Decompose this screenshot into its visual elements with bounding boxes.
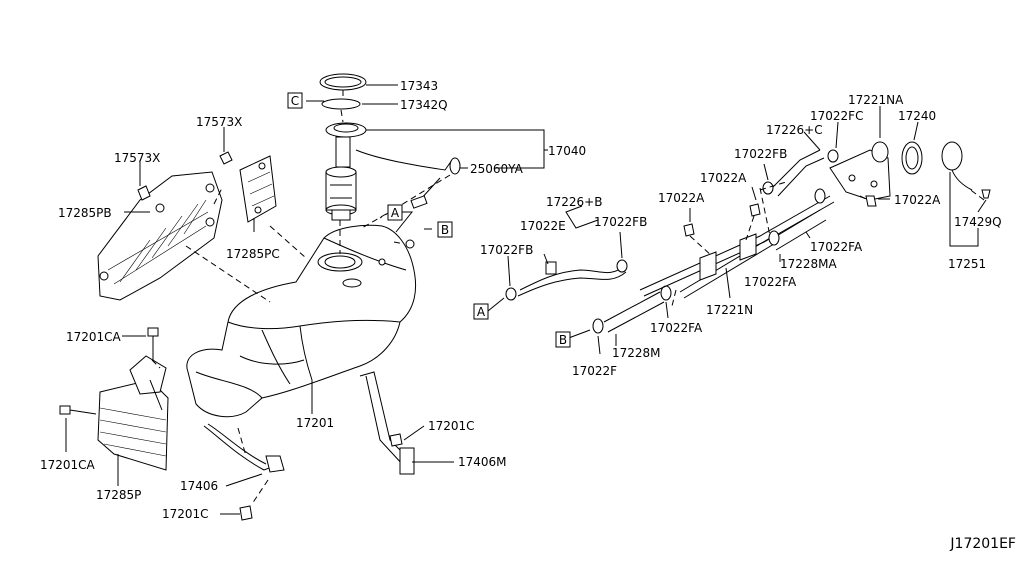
bolt-17573X-upper[interactable] — [219, 151, 233, 165]
label-17022FA-mid: 17022FA — [744, 275, 797, 289]
filler-gasket-17240[interactable] — [901, 141, 923, 175]
clamp-17022FB-left[interactable] — [505, 287, 517, 301]
label-17022FA-upper: 17022FA — [810, 240, 863, 254]
label-17022F: 17022F — [572, 364, 617, 378]
callout-marker-B-upper: B — [437, 221, 453, 238]
label-17022A-left: 17022A — [658, 191, 705, 205]
clamp-17022FB-right[interactable] — [762, 181, 774, 195]
hose-17226B[interactable] — [517, 265, 627, 297]
label-17022FA-lower: 17022FA — [650, 321, 703, 335]
svg-text:B: B — [441, 223, 449, 237]
label-17201: 17201 — [296, 416, 334, 430]
callout-marker-A-lower: A — [473, 303, 489, 320]
svg-text:C: C — [291, 94, 299, 108]
diagram-id: J17201EF — [949, 536, 1016, 552]
label-17343: 17343 — [400, 79, 438, 93]
protector-17285P[interactable] — [97, 355, 169, 471]
fuel-pump-assembly[interactable] — [319, 73, 461, 221]
label-17201CA-upper: 17201CA — [66, 330, 122, 344]
clamp-17022FA-upper[interactable] — [814, 188, 826, 204]
filler-tube-17221N[interactable] — [639, 195, 835, 299]
callout-marker-A-upper: A — [387, 204, 403, 221]
clamp-17022FB-mid[interactable] — [616, 259, 628, 273]
svg-text:A: A — [477, 305, 486, 319]
label-17573X-upper: 17573X — [196, 115, 242, 129]
bolt-17022A-left[interactable] — [683, 223, 695, 237]
lock-ring-17343 — [319, 73, 367, 91]
label-17201C-lower: 17201C — [162, 507, 209, 521]
label-17285PC: 17285PC — [226, 247, 280, 261]
label-17022A-center: 17022A — [700, 171, 747, 185]
bolt-17022A-center[interactable] — [749, 203, 761, 217]
callout-marker-B-lower: B — [555, 331, 571, 348]
bolt-17201CA-upper[interactable] — [147, 327, 159, 360]
label-17022E: 17022E — [520, 219, 566, 233]
label-17573X-lower: 17573X — [114, 151, 160, 165]
bolt-17201CA-lower[interactable] — [59, 405, 97, 415]
label-17201CA-lower: 17201CA — [40, 458, 96, 472]
hose-17228M[interactable] — [603, 291, 665, 333]
label-17228M: 17228M — [612, 346, 661, 360]
bolt-17573X-lower[interactable] — [137, 185, 151, 201]
svg-text:A: A — [391, 206, 400, 220]
label-17022FC: 17022FC — [810, 109, 863, 123]
label-17221N: 17221N — [706, 303, 753, 317]
label-17406M: 17406M — [458, 455, 507, 469]
assembly-lines — [151, 90, 985, 505]
callout-marker-C: C — [287, 92, 303, 109]
label-17240: 17240 — [898, 109, 936, 123]
label-17285PB: 17285PB — [58, 206, 112, 220]
clip-17022E[interactable] — [545, 261, 557, 275]
label-17221NA: 17221NA — [848, 93, 904, 107]
label-17040: 17040 — [548, 144, 586, 158]
filler-neck-17221NA[interactable] — [829, 141, 891, 201]
label-17226B: 17226+B — [546, 195, 602, 209]
bolt-17201C-lower[interactable] — [239, 505, 253, 521]
svg-text:B: B — [559, 333, 567, 347]
clamp-17022FC[interactable] — [827, 149, 839, 163]
label-17022FB-mid: 17022FB — [594, 215, 647, 229]
leader-lines — [65, 84, 987, 515]
label-17228MA: 17228MA — [780, 257, 838, 271]
label-17226C: 17226+C — [766, 123, 823, 137]
label-17251: 17251 — [948, 257, 986, 271]
fuel-tank[interactable] — [186, 224, 417, 418]
tank-band-17406[interactable] — [203, 423, 285, 473]
label-17022FB-left: 17022FB — [480, 243, 533, 257]
label-17406: 17406 — [180, 479, 218, 493]
label-25060YA: 25060YA — [470, 162, 524, 176]
bolt-17201C-upper[interactable] — [389, 433, 403, 447]
clamp-17022FA-mid[interactable] — [768, 230, 780, 246]
filler-cap-17251[interactable] — [941, 141, 991, 199]
heat-insulator-17285PC[interactable] — [239, 155, 277, 223]
hose-17226C[interactable] — [769, 149, 825, 197]
label-17022A-right: 17022A — [894, 193, 941, 207]
part-labels: 17343 17342Q 17040 25060YA 17573X 17573X… — [40, 79, 1002, 521]
clamp-17022F[interactable] — [592, 318, 604, 334]
label-17429Q: 17429Q — [954, 215, 1002, 229]
gasket-17342Q — [321, 98, 361, 110]
label-17201C-upper: 17201C — [428, 419, 475, 433]
label-17285P: 17285P — [96, 488, 141, 502]
label-17342Q: 17342Q — [400, 98, 448, 112]
tank-band-17406M[interactable] — [359, 371, 415, 475]
label-17022FB-right: 17022FB — [734, 147, 787, 161]
bolt-17022A-right[interactable] — [865, 195, 877, 207]
heat-insulator-17285PB[interactable] — [97, 171, 223, 301]
